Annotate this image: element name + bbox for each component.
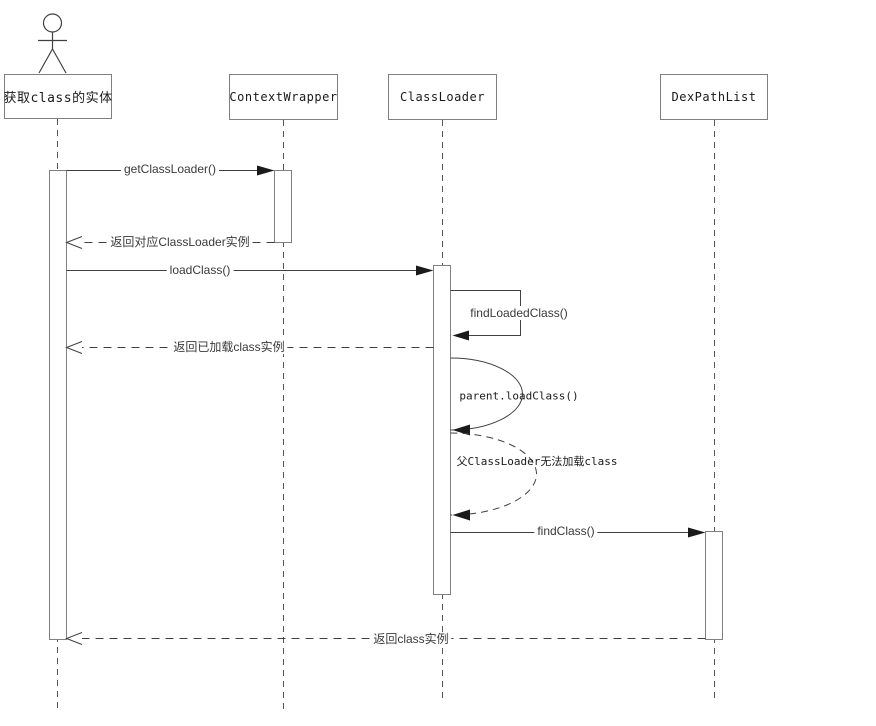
activation-contextwrapper	[274, 170, 292, 243]
message-label-return-class-instance: 返回class实例	[370, 632, 452, 646]
participant-box-classloader: ClassLoader	[388, 74, 497, 120]
actor-stick-figure-icon	[38, 13, 67, 74]
message-label-return-loaded-class: 返回已加载class实例	[170, 340, 288, 354]
activation-dexpathlist	[705, 531, 723, 640]
message-label-return-classloader-instance: 返回对应ClassLoader实例	[107, 235, 253, 249]
participant-label: DexPathList	[671, 90, 757, 104]
activation-classloader	[433, 265, 451, 595]
activation-bars	[49, 170, 723, 640]
participant-label: 获取class的实体	[3, 91, 113, 106]
message-label-parent-loadclass: parent.loadClass()	[459, 389, 579, 403]
message-label-findloadedclass: findLoadedClass()	[467, 306, 571, 320]
participant-label: ContextWrapper	[229, 90, 338, 104]
participant-label: ClassLoader	[400, 90, 485, 104]
message-arrow-loadclass	[66, 265, 434, 276]
participant-box-contextwrapper: ContextWrapper	[229, 74, 338, 120]
participant-box-dexpathlist: DexPathList	[660, 74, 768, 120]
message-self-arc-parent-cannot-load	[450, 432, 537, 521]
message-self-arc-parent-loadclass	[450, 357, 523, 436]
message-label-getclassloader: getClassLoader()	[120, 162, 220, 176]
message-label-loadclass: loadClass()	[166, 263, 234, 277]
activation-actor	[49, 170, 67, 640]
participant-box-actor: 获取class的实体	[3, 74, 113, 119]
lifelines	[57, 119, 715, 712]
message-label-findclass: findClass()	[534, 524, 598, 538]
message-label-parent-cannot-load: 父ClassLoader无法加载class	[456, 455, 618, 468]
